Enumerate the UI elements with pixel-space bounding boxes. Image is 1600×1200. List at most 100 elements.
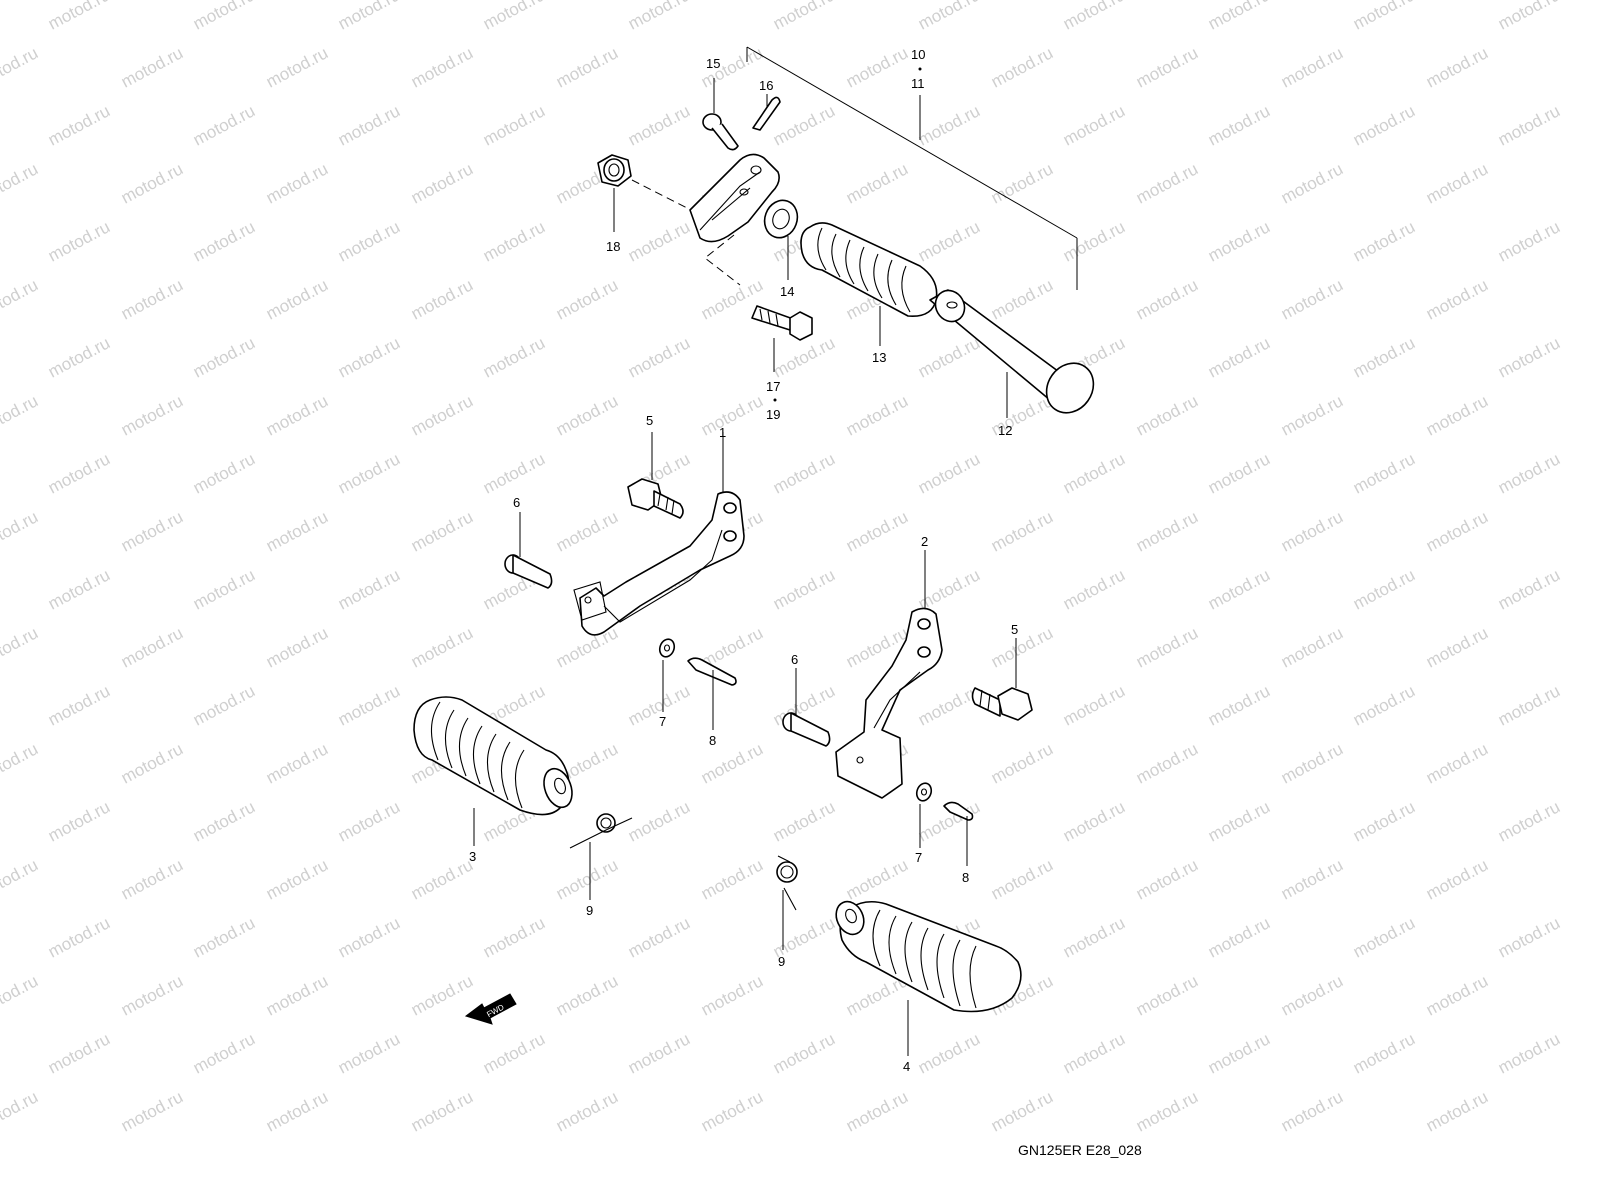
callout-18: 18 [606, 239, 620, 254]
watermark-text: motod.ru [45, 797, 113, 845]
watermark-text: motod.ru [263, 391, 331, 439]
watermark-text: motod.ru [1205, 217, 1273, 265]
watermark-text: motod.ru [408, 1087, 476, 1135]
watermark-text: motod.ru [1423, 971, 1491, 1019]
watermark-text: motod.ru [1060, 913, 1128, 961]
washer-14 [763, 199, 799, 280]
watermark-text: motod.ru [1205, 101, 1273, 149]
watermark-text: motod.ru [843, 159, 911, 207]
footrest-rubber-4 [835, 900, 1022, 1056]
watermark-text: motod.ru [480, 217, 548, 265]
watermark-text: motod.ru [625, 101, 693, 149]
watermark-text: motod.ru [1350, 565, 1418, 613]
watermark-text: motod.ru [1278, 971, 1346, 1019]
diagram-code: GN125ER E28_028 [1018, 1142, 1142, 1158]
watermark-text: motod.ru [335, 217, 403, 265]
watermark-text: motod.ru [1423, 391, 1491, 439]
watermark-text: motod.ru [1423, 43, 1491, 91]
callout-3: 3 [469, 849, 476, 864]
watermark-text: motod.ru [915, 101, 983, 149]
nut-18 [597, 154, 632, 232]
watermark-text: motod.ru [45, 333, 113, 381]
watermark-text: motod.ru [625, 1029, 693, 1077]
watermark-text: motod.ru [480, 449, 548, 497]
watermark-text: motod.ru [0, 855, 41, 903]
watermark-text: motod.ru [190, 681, 258, 729]
watermark-text: motod.ru [625, 797, 693, 845]
watermark-text: motod.ru [45, 0, 113, 34]
watermark-text: motod.ru [1350, 217, 1418, 265]
bolt-5-right [971, 638, 1033, 721]
bolt-17 [751, 305, 813, 372]
watermark-text: motod.ru [915, 681, 983, 729]
watermark-text: motod.ru [915, 449, 983, 497]
watermark-text: motod.ru [1495, 0, 1563, 34]
watermark-text: motod.ru [1205, 333, 1273, 381]
watermark-text: motod.ru [190, 797, 258, 845]
watermark-text: motod.ru [1495, 217, 1563, 265]
watermark-text: motod.ru [1350, 797, 1418, 845]
watermark-text: motod.ru [1350, 1029, 1418, 1077]
callout-10: 10 [911, 47, 925, 62]
watermark-text: motod.ru [408, 507, 476, 555]
watermark-text: motod.ru [1423, 739, 1491, 787]
watermark-text: motod.ru [263, 623, 331, 671]
watermark-text: motod.ru [1350, 913, 1418, 961]
watermark-text: motod.ru [698, 855, 766, 903]
watermark-text: motod.ru [1350, 449, 1418, 497]
watermark-text: motod.ru [1350, 333, 1418, 381]
watermark-text: motod.ru [45, 217, 113, 265]
watermark-text: motod.ru [988, 275, 1056, 323]
watermark-text: motod.ru [1495, 1029, 1563, 1077]
watermark-text: motod.ru [263, 507, 331, 555]
watermark-text: motod.ru [0, 275, 41, 323]
callout-13: 13 [872, 350, 886, 365]
watermark-text: motod.ru [263, 971, 331, 1019]
watermark-text: motod.ru [1350, 0, 1418, 34]
watermark-text: motod.ru [0, 507, 41, 555]
callout-dot-17-19 [773, 398, 777, 402]
cotter-pin-8-left [687, 657, 737, 730]
watermark-text: motod.ru [408, 391, 476, 439]
callout-15: 15 [706, 56, 720, 71]
watermark-text: motod.ru [45, 1029, 113, 1077]
watermark-text: motod.ru [1495, 101, 1563, 149]
watermark-text: motod.ru [1205, 797, 1273, 845]
watermark-text: motod.ru [0, 391, 41, 439]
watermark-text: motod.ru [1133, 739, 1201, 787]
watermark-text: motod.ru [118, 623, 186, 671]
watermark-text: motod.ru [1495, 565, 1563, 613]
watermark-text: motod.ru [1205, 0, 1273, 34]
watermark-text: motod.ru [1133, 275, 1201, 323]
watermark-text: motod.ru [480, 333, 548, 381]
watermark-text: motod.ru [843, 391, 911, 439]
watermark-text: motod.ru [1133, 391, 1201, 439]
callout-9-right: 9 [778, 954, 785, 969]
watermark-text: motod.ru [988, 623, 1056, 671]
watermark-text: motod.ru [1133, 971, 1201, 1019]
watermark-text: motod.ru [408, 623, 476, 671]
watermark-text: motod.ru [118, 159, 186, 207]
watermark-text: motod.ru [408, 159, 476, 207]
callout-5-right: 5 [1011, 622, 1018, 637]
watermark-text: motod.ru [0, 43, 41, 91]
watermark-text: motod.ru [190, 449, 258, 497]
watermark-text: motod.ru [118, 855, 186, 903]
watermark-text: motod.ru [1060, 449, 1128, 497]
pin-15 [702, 78, 739, 151]
footrest-bracket-2 [835, 550, 943, 799]
watermark-text: motod.ru [1205, 681, 1273, 729]
watermark-text: motod.ru [770, 333, 838, 381]
watermark-text: motod.ru [553, 391, 621, 439]
callout-12: 12 [998, 423, 1012, 438]
watermark-text: motod.ru [190, 913, 258, 961]
watermark-text: motod.ru [1133, 855, 1201, 903]
watermark-text: motod.ru [553, 855, 621, 903]
watermark-text: motod.ru [770, 797, 838, 845]
watermark-text: motod.ru [0, 739, 41, 787]
watermark-text: motod.ru [335, 681, 403, 729]
watermark-text: motod.ru [625, 0, 693, 34]
watermark-text: motod.ru [0, 623, 41, 671]
watermark-text: motod.ru [1205, 913, 1273, 961]
